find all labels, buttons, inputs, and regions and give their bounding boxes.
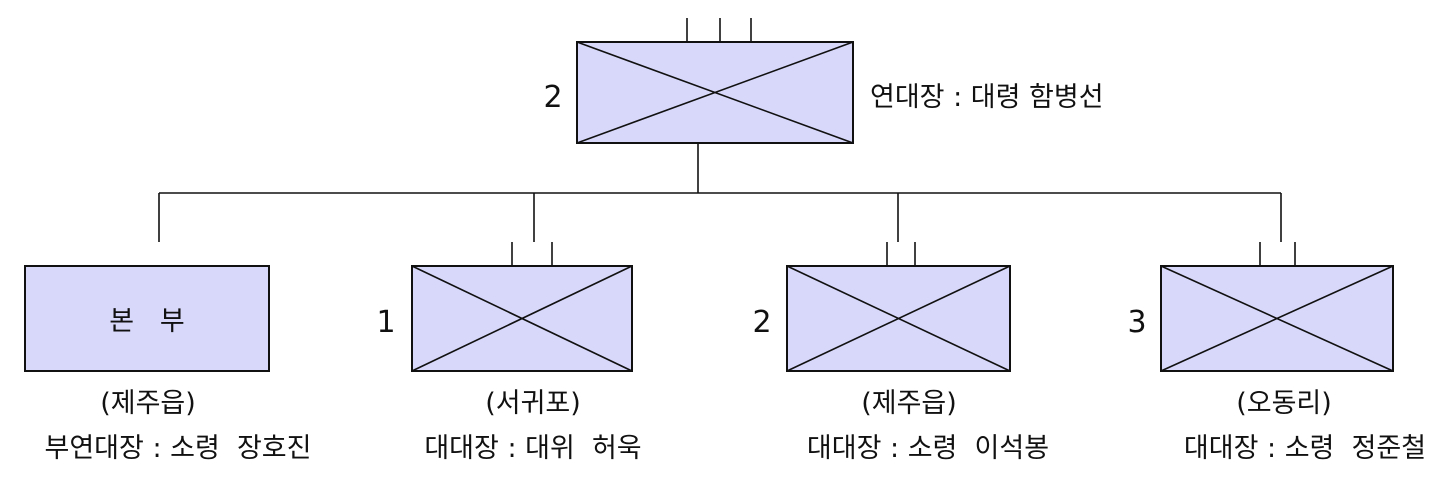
battalion-commander: 대대장 : 소령 이석봉	[807, 433, 1049, 464]
hq-location: (제주읍)	[100, 388, 196, 419]
infantry-cross-icon	[576, 41, 854, 144]
regiment-number: 2	[543, 80, 562, 115]
battalion-commander: 대대장 : 소령 정준철	[1184, 433, 1426, 464]
battalion-location: (제주읍)	[861, 388, 957, 419]
battalion-number: 1	[376, 305, 395, 340]
regiment-commander: 연대장 : 대령 함병선	[870, 82, 1104, 113]
infantry-cross-icon	[411, 265, 633, 372]
battalion-number: 2	[752, 305, 771, 340]
battalion-commander: 대대장 : 대위 허욱	[424, 433, 641, 464]
hq-box	[24, 265, 270, 372]
battalion-2-node: 2 (제주읍) 대대장 : 소령 이석봉	[752, 242, 1049, 464]
connectors	[158, 143, 1282, 242]
battalion-3-node: 3 (오동리) 대대장 : 소령 정준철	[1127, 242, 1426, 464]
battalion-number: 3	[1127, 305, 1146, 340]
regiment-node: 2 연대장 : 대령 함병선	[543, 18, 1104, 144]
hq-commander: 부연대장 : 소령 장호진	[45, 433, 312, 464]
battalion-1-node: 1 (서귀포) 대대장 : 대위 허욱	[376, 242, 642, 464]
infantry-cross-icon	[786, 265, 1011, 372]
hq-node: 본 부 (제주읍) 부연대장 : 소령 장호진	[24, 265, 312, 464]
battalion-location: (오동리)	[1236, 388, 1332, 419]
infantry-cross-icon	[1160, 265, 1394, 372]
battalion-location: (서귀포)	[485, 388, 581, 419]
hq-name: 본 부	[109, 306, 184, 337]
